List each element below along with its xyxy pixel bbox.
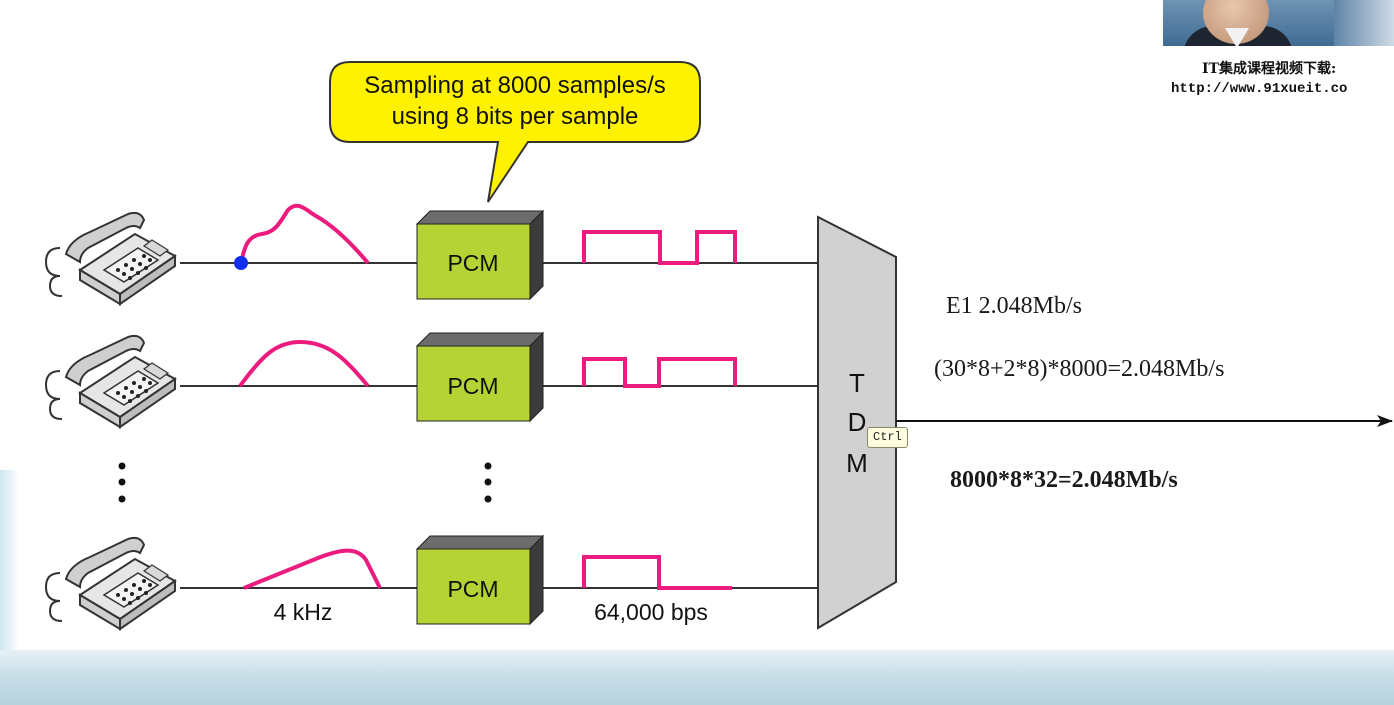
digital-rate-label: 64,000 bps xyxy=(594,599,708,625)
analog-signal xyxy=(239,203,370,265)
site-url[interactable]: http://www.91xueit.co xyxy=(1171,81,1348,97)
e1-rate-annotation: E1 2.048Mb/s xyxy=(946,293,1083,319)
telephone-icon xyxy=(45,211,176,305)
tdm-letter-d: D xyxy=(848,407,867,437)
sampling-callout: Sampling at 8000 samples/s using 8 bits … xyxy=(329,61,701,203)
callout-line-1: Sampling at 8000 samples/s xyxy=(364,72,666,99)
ctrl-tooltip: Ctrl xyxy=(867,427,908,448)
site-title: IT集成课程视频下载: xyxy=(1202,61,1337,77)
telephone-icon xyxy=(45,334,176,428)
formula-annotation-1: (30*8+2*8)*8000=2.048Mb/s xyxy=(934,356,1225,382)
tdm-letter-m: M xyxy=(846,448,868,478)
webcam-background xyxy=(1334,0,1394,46)
channel-row-1: PCM xyxy=(45,203,820,305)
analog-signal xyxy=(243,548,382,590)
webcam-overlay xyxy=(1163,0,1394,46)
digital-signal xyxy=(582,555,732,590)
pcm-label: PCM xyxy=(447,250,498,276)
tdm-letter-t: T xyxy=(849,368,865,398)
formula-annotation-2: 8000*8*32=2.048Mb/s xyxy=(950,467,1178,493)
callout-line-2: using 8 bits per sample xyxy=(392,103,639,130)
pcm-label: PCM xyxy=(447,373,498,399)
sample-point-icon xyxy=(234,256,248,270)
channel-row-2: PCM xyxy=(45,332,820,428)
digital-signal xyxy=(582,230,737,265)
analog-bandwidth-label: 4 kHz xyxy=(274,599,333,625)
digital-signal xyxy=(582,357,737,388)
analog-signal xyxy=(238,339,370,388)
telephone-icon xyxy=(45,536,176,630)
ellipsis-dots-phones xyxy=(118,462,126,503)
tdm-multiplexer: T D M xyxy=(817,215,897,630)
background-band xyxy=(0,650,1394,705)
pcm-label: PCM xyxy=(447,576,498,602)
ellipsis-dots-pcm xyxy=(484,462,492,503)
background-tint xyxy=(0,470,20,650)
channel-row-3: PCM 4 kHz 64,000 bps xyxy=(45,535,820,630)
